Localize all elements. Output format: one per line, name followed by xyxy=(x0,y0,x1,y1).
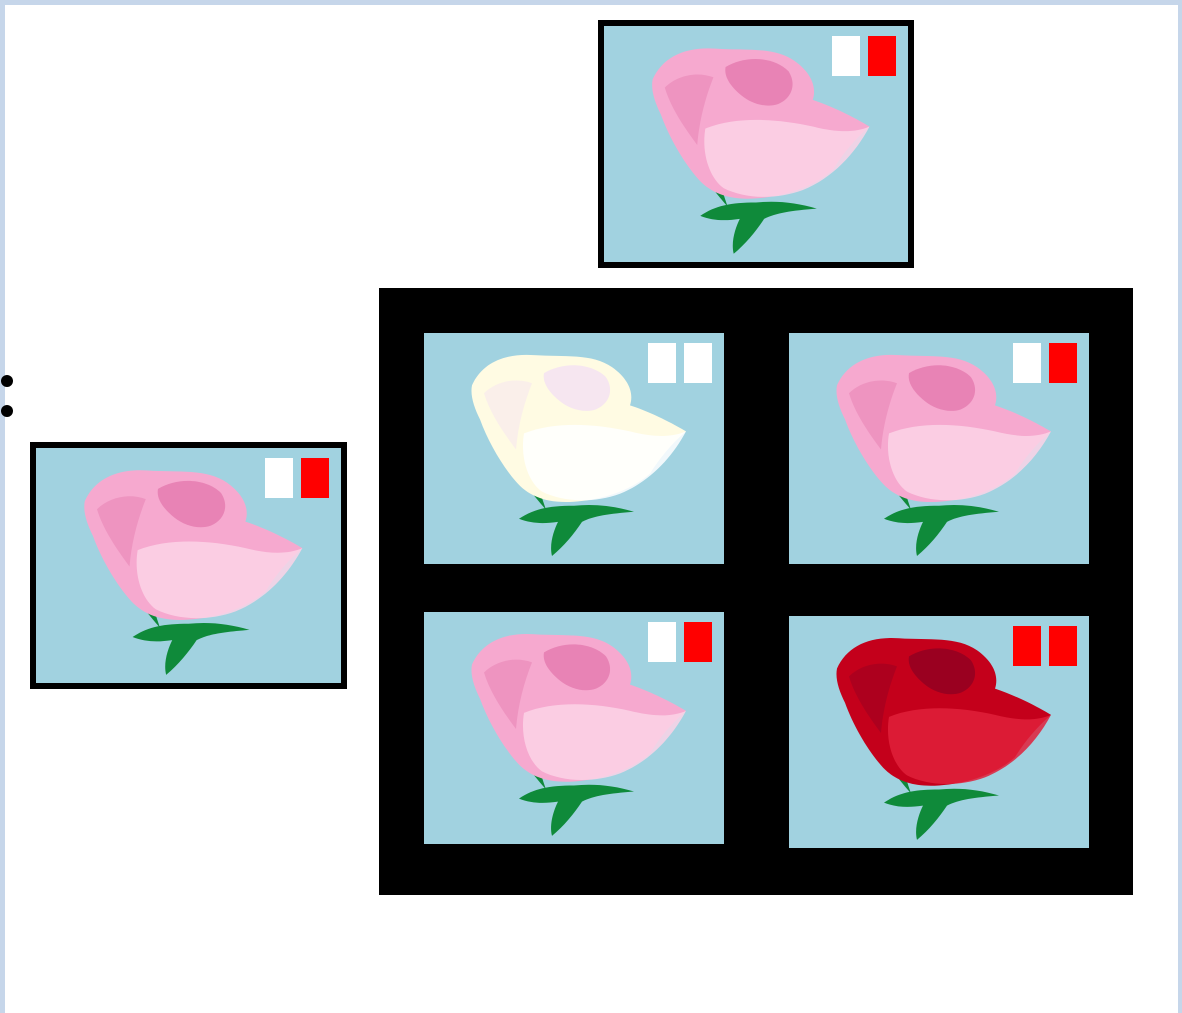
allele-pair xyxy=(648,343,712,383)
allele-pair xyxy=(265,458,329,498)
red-allele-square xyxy=(868,36,896,76)
red-allele-square xyxy=(301,458,329,498)
white-allele-square xyxy=(684,343,712,383)
allele-pair xyxy=(832,36,896,76)
allele-pair xyxy=(648,622,712,662)
parent-rose-card-top xyxy=(598,20,914,268)
truncated-colon-marker xyxy=(5,375,19,427)
white-allele-square xyxy=(832,36,860,76)
white-allele-square xyxy=(1013,343,1041,383)
red-allele-square xyxy=(1013,626,1041,666)
red-allele-square xyxy=(1049,626,1077,666)
offspring-rose-card-pink-bottom xyxy=(424,612,724,844)
white-allele-square xyxy=(648,343,676,383)
offspring-rose-card-pink-top xyxy=(789,333,1089,564)
red-allele-square xyxy=(1049,343,1077,383)
red-allele-square xyxy=(684,622,712,662)
allele-pair xyxy=(1013,343,1077,383)
white-allele-square xyxy=(648,622,676,662)
white-allele-square xyxy=(265,458,293,498)
punnett-offspring-grid xyxy=(379,288,1133,895)
diagram-canvas xyxy=(5,5,1178,1013)
allele-pair xyxy=(1013,626,1077,666)
offspring-rose-card-white xyxy=(424,333,724,564)
parent-rose-card-left xyxy=(30,442,347,689)
offspring-rose-card-red xyxy=(789,616,1089,848)
